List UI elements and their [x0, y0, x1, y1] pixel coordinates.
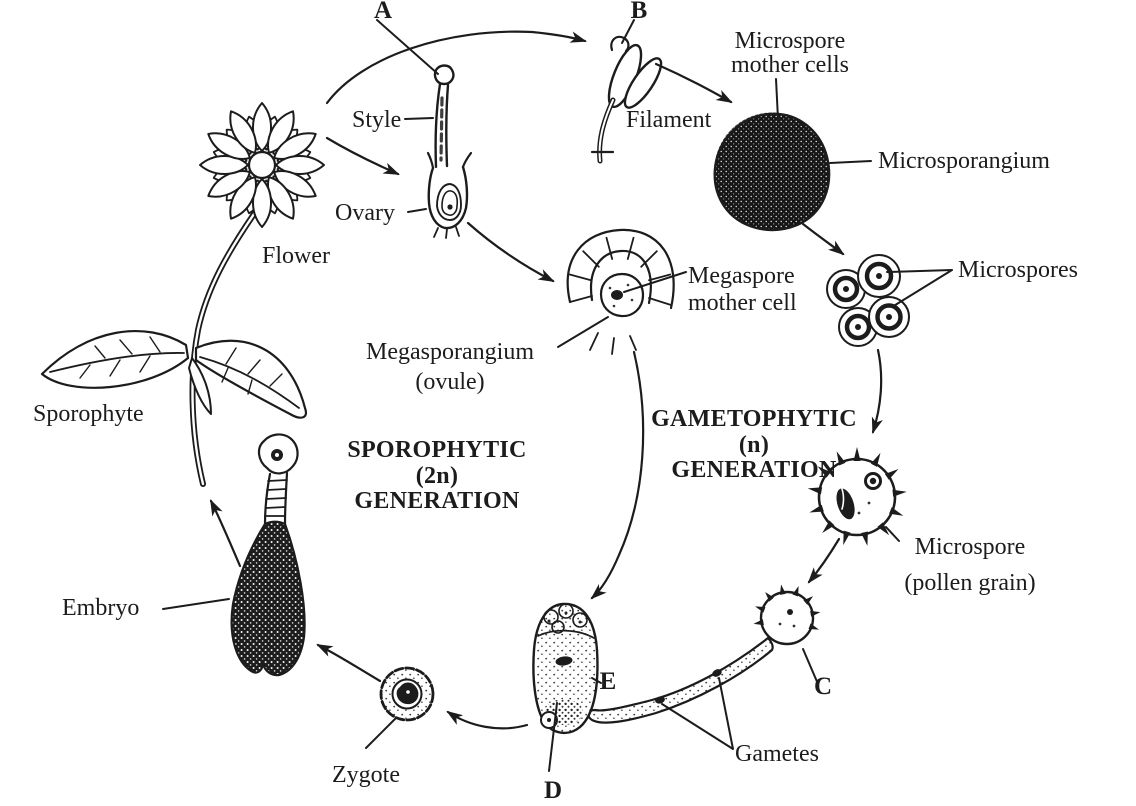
leader-style: [404, 117, 434, 120]
label-embryo: Embryo: [62, 595, 139, 621]
leader-ovary: [407, 208, 427, 213]
leaf-lower: [188, 357, 212, 415]
leader-microspore-mother-cells: [775, 78, 779, 120]
arrow-pollen-grain-to-germination: [807, 537, 841, 584]
style-shape: [434, 82, 450, 169]
label-sporophytic-generation-line1: SPOROPHYTIC: [347, 437, 526, 463]
leader-e: [591, 677, 602, 684]
gamete: [655, 696, 665, 704]
label-gametophytic-generation-line3: GENERATION: [671, 457, 837, 483]
arrow-ovary-to-megasporangium: [466, 221, 555, 283]
label-zygote: Zygote: [332, 762, 400, 788]
label-megaspore-mother-cell-line2: mother cell: [688, 290, 797, 316]
microspores-illustration: [826, 254, 910, 347]
arrow-flower-to-anther: [325, 30, 587, 105]
leader-megasporangium: [557, 316, 609, 348]
marker-e: E: [600, 668, 617, 695]
label-microsporangium: Microsporangium: [878, 148, 1050, 174]
arrow-flower-to-ovary: [325, 136, 400, 176]
leader-a: [376, 19, 439, 75]
anther-lobe: [623, 57, 663, 109]
label-megaspore-mother-cell-line1: Megaspore: [688, 263, 795, 289]
microsporangium-illustration: [713, 112, 831, 232]
label-microspore-mother-cells-line2: mother cells: [731, 52, 849, 78]
leader-zygote: [365, 717, 397, 749]
marker-d: D: [544, 777, 562, 804]
arrow-megasporangium-to-embryo-sac: [590, 350, 645, 600]
arrow-anther-to-microsporangium: [654, 62, 733, 104]
arrow-microsporangium-to-microspores: [801, 222, 845, 256]
leaf-right: [194, 339, 308, 419]
marker-b: B: [631, 0, 648, 24]
label-filament: Filament: [626, 107, 712, 133]
leader-embryo: [162, 598, 230, 610]
microspore-cell: [826, 269, 866, 309]
label-sporophyte: Sporophyte: [33, 401, 144, 427]
label-microspore-pollen-grain-line1: Microspore: [915, 534, 1026, 560]
leader-microsporangium: [829, 160, 872, 164]
label-style: Style: [352, 107, 401, 133]
label-sporophytic-generation-line2: (2n): [416, 463, 459, 489]
leader-megaspore-mother-cell: [623, 271, 687, 293]
microspore-cell: [868, 296, 910, 338]
pollen-grain-illustration: [807, 447, 907, 546]
arrow-microspores-to-pollen-grain: [871, 348, 883, 434]
ovule: [436, 183, 462, 221]
pistil-illustration: [426, 64, 473, 239]
leader-pollen-grain: [885, 526, 900, 542]
microspore-cell: [857, 254, 901, 298]
leader-c: [802, 648, 819, 685]
label-sporophytic-generation-line3: GENERATION: [354, 488, 520, 514]
leader-gametes: [661, 677, 734, 750]
label-megasporangium-line2: (ovule): [415, 369, 484, 395]
label-gametophytic-generation-line1: GAMETOPHYTIC: [651, 406, 857, 432]
germinating-pollen-illustration: [587, 584, 821, 724]
megasporangium-illustration: [566, 228, 675, 355]
label-gametes: Gametes: [735, 741, 819, 767]
sporophyte-illustration: [40, 211, 308, 487]
label-microspores: Microspores: [958, 257, 1078, 283]
label-megasporangium-line1: Megasporangium: [366, 339, 534, 365]
flower-illustration: [199, 102, 325, 228]
pollen-tube: [587, 636, 774, 724]
leader-microspores: [886, 269, 953, 308]
stigma: [433, 64, 455, 86]
embryo-sac-illustration: [532, 602, 599, 735]
arrow-embryo-sac-to-zygote: [446, 710, 529, 730]
arrow-embryo-to-sporophyte: [209, 499, 242, 568]
gamete: [712, 669, 722, 677]
stamen-illustration: [590, 35, 663, 164]
label-microspore-pollen-grain-line2: (pollen grain): [904, 570, 1035, 596]
label-gametophytic-generation-line2: (n): [739, 432, 769, 458]
zygote-illustration: [379, 666, 435, 722]
label-microspore-mother-cells-line1: Microspore: [735, 28, 846, 54]
marker-a: A: [374, 0, 392, 24]
label-flower: Flower: [262, 243, 330, 269]
marker-c: C: [814, 673, 832, 700]
leader-b: [621, 19, 635, 44]
embryo-illustration: [230, 433, 306, 677]
label-ovary: Ovary: [335, 200, 395, 226]
arrow-zygote-to-embryo: [316, 643, 382, 683]
leader-d: [548, 702, 558, 772]
leaf-left: [40, 329, 190, 389]
